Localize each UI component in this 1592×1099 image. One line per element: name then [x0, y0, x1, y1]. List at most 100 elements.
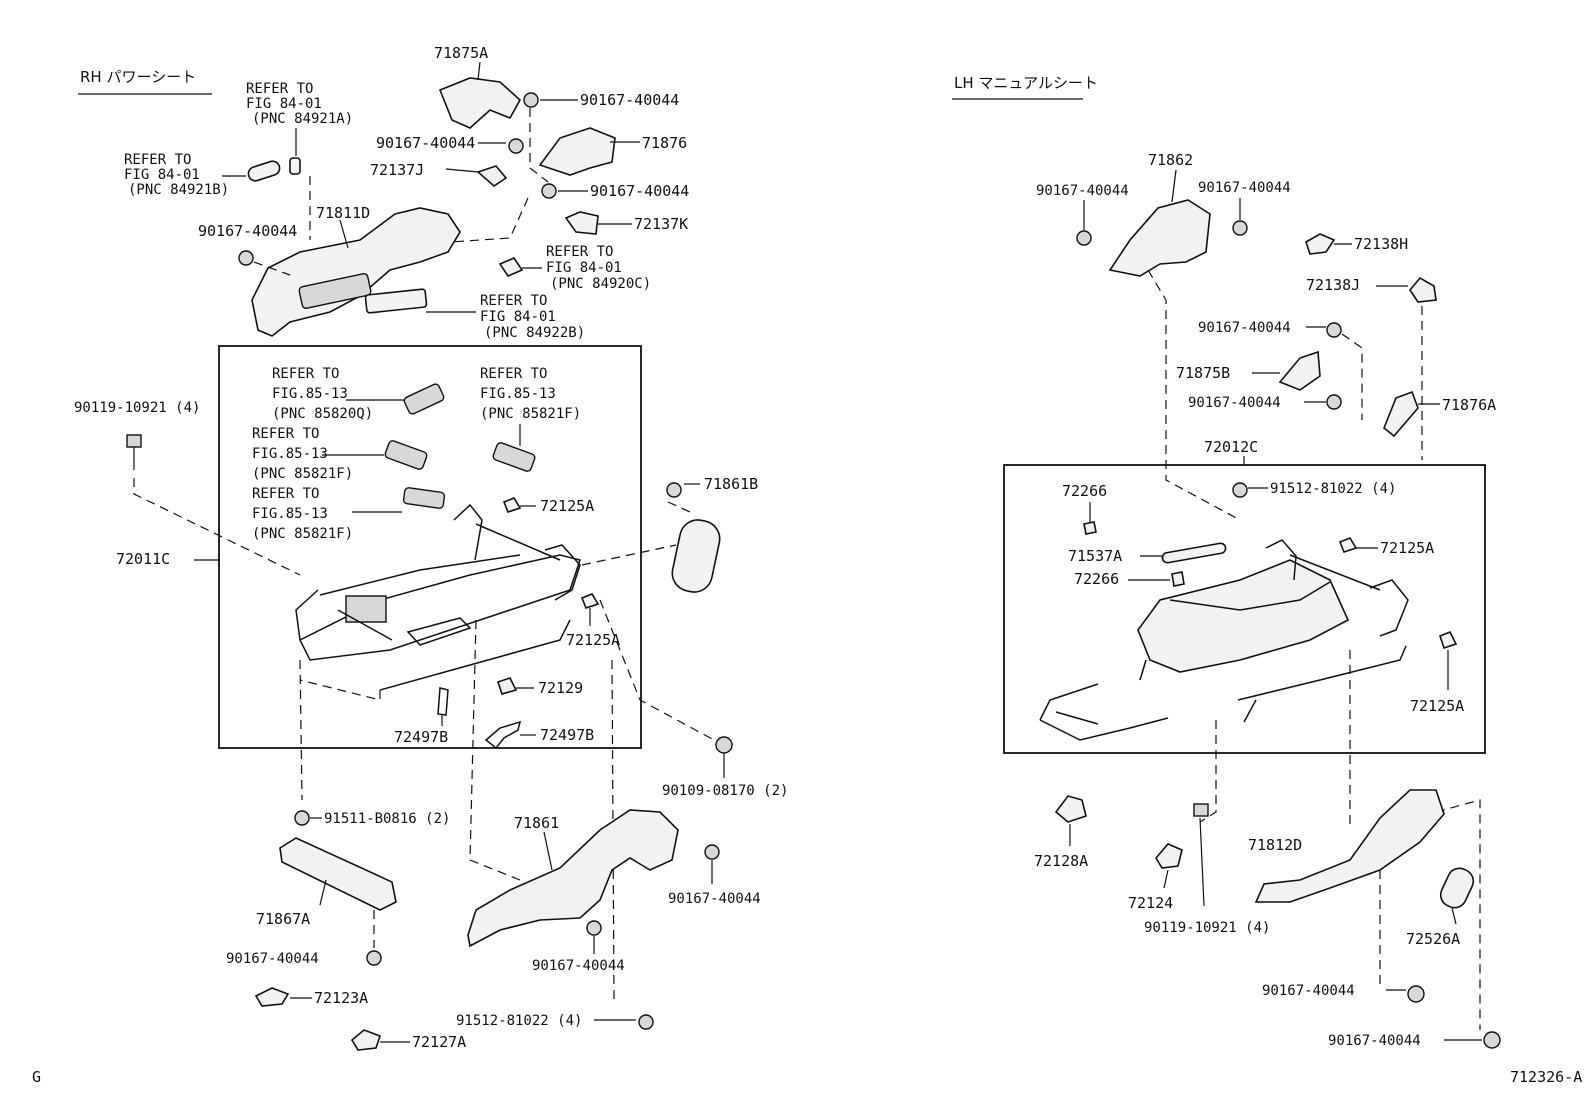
- motor-icon: [403, 383, 445, 415]
- footer-left-code: G: [32, 1068, 41, 1086]
- part-71875B-shape: [1278, 350, 1321, 391]
- screw-icon: [1407, 985, 1425, 1003]
- leader-72526A: [1451, 907, 1457, 925]
- ref-85821F-c: REFER TO FIG.85-13 (PNC 85821F): [252, 486, 353, 542]
- part-72127A-shape: [350, 1029, 382, 1051]
- label-90167-lh-b: 90167-40044: [1198, 180, 1291, 196]
- part-84922B-shape: [364, 288, 428, 314]
- part-72526A-shape: [1439, 867, 1475, 909]
- bolt-head-icon: [1232, 482, 1248, 498]
- label-90167-lh-c: 90167-40044: [1198, 320, 1291, 336]
- part-71861-shape: [467, 809, 679, 948]
- dash-line: [581, 544, 677, 566]
- part-72137J-shape: [476, 165, 508, 188]
- screw-icon: [366, 950, 382, 966]
- part-72137K-shape: [564, 211, 599, 235]
- dash-line: [1147, 269, 1241, 521]
- part-84921B-shape: [247, 160, 281, 182]
- part-71876A-shape: [1383, 390, 1419, 438]
- label-71537A: 71537A: [1068, 547, 1122, 565]
- bolt-head-icon: [638, 1014, 654, 1030]
- motor-icon: [402, 487, 446, 509]
- motor-icon: [384, 440, 428, 470]
- screw-icon: [1326, 322, 1342, 338]
- label-71876: 71876: [642, 134, 687, 152]
- label-90167-c: 90167-40044: [590, 182, 689, 200]
- label-90167-lh-a: 90167-40044: [1036, 183, 1129, 199]
- label-90167-a: 90167-40044: [580, 91, 679, 109]
- screw-icon: [541, 183, 557, 199]
- label-90167-e: 90167-40044: [668, 891, 761, 907]
- label-72125A-b: 72125A: [566, 631, 620, 649]
- ref-84922B: REFER TO FIG 84-01 (PNC 84922B): [480, 293, 585, 341]
- label-90109: 90109-08170 (2): [662, 783, 788, 799]
- label-71861B: 71861B: [704, 475, 758, 493]
- dash-line: [1435, 799, 1481, 1030]
- label-90167-d: 90167-40044: [198, 222, 297, 240]
- label-90167-g: 90167-40044: [532, 958, 625, 974]
- screw-icon: [523, 92, 539, 108]
- part-72497B-shape: [437, 687, 449, 716]
- dash-line: [299, 659, 303, 801]
- leader-71875A: [477, 61, 481, 81]
- label-72125A-lh-b: 72125A: [1410, 697, 1464, 715]
- label-72127A: 72127A: [412, 1033, 466, 1051]
- dash-line: [1199, 720, 1217, 823]
- part-72123A-shape: [254, 987, 290, 1007]
- dash-line: [299, 679, 381, 701]
- label-72137K: 72137K: [634, 215, 688, 233]
- label-72128A: 72128A: [1034, 852, 1088, 870]
- clip-icon: [666, 482, 682, 498]
- bolt-head-icon: [1193, 803, 1209, 817]
- part-71812D-shape: [1254, 789, 1445, 903]
- label-72125A-a: 72125A: [540, 497, 594, 515]
- dash-line: [1341, 333, 1363, 420]
- clip-icon: [1171, 571, 1185, 587]
- screw-icon: [1076, 230, 1092, 246]
- label-72137J: 72137J: [370, 161, 424, 179]
- label-72011C: 72011C: [116, 550, 170, 568]
- bolt-head-icon: [715, 736, 733, 754]
- label-72266-b: 72266: [1074, 570, 1119, 588]
- label-72266-a: 72266: [1062, 482, 1107, 500]
- dash-line: [667, 501, 691, 513]
- label-72123A: 72123A: [314, 989, 368, 1007]
- label-90167-f: 90167-40044: [226, 951, 319, 967]
- label-90119-lh: 90119-10921 (4): [1144, 920, 1270, 936]
- label-71875A: 71875A: [434, 44, 488, 62]
- part-71862-shape: [1108, 199, 1211, 277]
- label-71867A: 71867A: [256, 910, 310, 928]
- leader-72124: [1163, 869, 1169, 889]
- screw-icon: [586, 920, 602, 936]
- label-72012C: 72012C: [1204, 438, 1258, 456]
- lh-section-header: LH マニュアルシート: [954, 74, 1098, 92]
- screw-icon: [508, 138, 524, 154]
- part-72497B-shape: [484, 720, 522, 750]
- label-72497B-b: 72497B: [540, 726, 594, 744]
- label-91511: 91511-B0816 (2): [324, 811, 450, 827]
- label-72526A: 72526A: [1406, 930, 1460, 948]
- dash-line: [449, 197, 529, 243]
- clip-icon: [1083, 521, 1097, 535]
- label-71875B: 71875B: [1176, 364, 1230, 382]
- dash-line: [133, 478, 301, 576]
- bolt-head-icon: [294, 810, 310, 826]
- part-72138H-shape: [1305, 233, 1336, 255]
- footer-right-code: 712326-A: [1510, 1068, 1582, 1086]
- ref-85820Q: REFER TO FIG.85-13 (PNC 85820Q): [272, 366, 373, 422]
- dash-line: [469, 619, 521, 881]
- bolt-head-icon: [126, 434, 142, 448]
- dash-90167-d: [253, 261, 291, 276]
- part-72124-shape: [1155, 843, 1183, 869]
- seat-adjuster-rh: [295, 503, 581, 691]
- screw-icon: [238, 250, 254, 266]
- part-71537A-shape: [1161, 542, 1227, 564]
- screw-icon: [1326, 394, 1342, 410]
- leader-71811D: [339, 219, 349, 249]
- label-91512-lh: 91512-81022 (4): [1270, 481, 1396, 497]
- switch-slot: [298, 273, 372, 309]
- part-71876-shape: [538, 127, 616, 176]
- rh-adjuster-box: [218, 345, 642, 749]
- part-72128A-shape: [1054, 795, 1087, 823]
